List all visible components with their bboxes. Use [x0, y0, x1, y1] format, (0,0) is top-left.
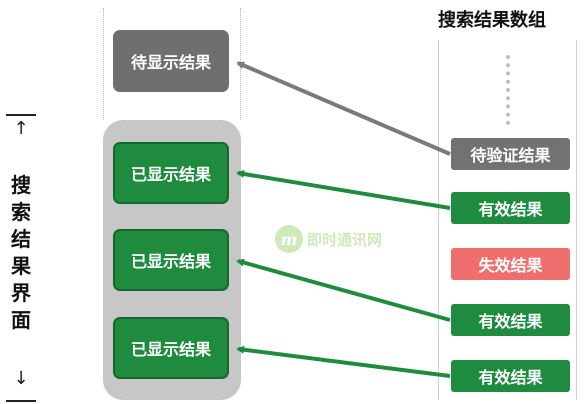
pending-display-result: 待显示结果	[113, 30, 229, 92]
side-char: 搜	[11, 173, 31, 197]
search-ui-label: ↑ 搜 索 结 果 界 面 ↓	[0, 114, 42, 404]
side-char: 结	[11, 227, 31, 251]
side-char: 面	[11, 308, 31, 332]
arrow-pending	[236, 61, 451, 156]
pending-verify-result: 待验证结果	[451, 138, 570, 170]
displayed-result-1: 已显示结果	[113, 142, 229, 204]
displayed-result-3: 已显示结果	[113, 317, 229, 379]
valid-result-3: 有效结果	[451, 360, 570, 392]
side-char: 索	[11, 200, 31, 224]
arrow-down-icon: ↓	[13, 368, 29, 389]
array-title: 搜索结果数组	[438, 10, 546, 31]
invalid-result: 失效结果	[451, 248, 570, 280]
watermark: m 即时通讯网	[275, 225, 382, 253]
side-char: 果	[11, 254, 31, 278]
left-column-guide-left	[103, 8, 104, 120]
arrow-valid-2	[236, 258, 451, 322]
valid-result-1: 有效结果	[451, 192, 570, 224]
search-ui-text: 搜 索 结 果 界 面	[9, 172, 33, 334]
displayed-result-2: 已显示结果	[113, 229, 229, 291]
right-column-guide-right	[576, 40, 577, 400]
arrow-valid-3	[236, 345, 451, 378]
right-column-guide-left	[438, 40, 439, 400]
top-bracket-bar	[6, 114, 36, 116]
arrow-up-icon: ↑	[13, 118, 29, 139]
side-char: 界	[11, 281, 31, 305]
array-continuation-dots	[506, 55, 510, 125]
valid-result-2: 有效结果	[451, 304, 570, 336]
arrow-valid-1	[236, 170, 451, 210]
watermark-logo-icon: m	[275, 225, 303, 253]
watermark-text: 即时通讯网	[307, 230, 383, 249]
bottom-bracket-bar	[6, 400, 36, 402]
